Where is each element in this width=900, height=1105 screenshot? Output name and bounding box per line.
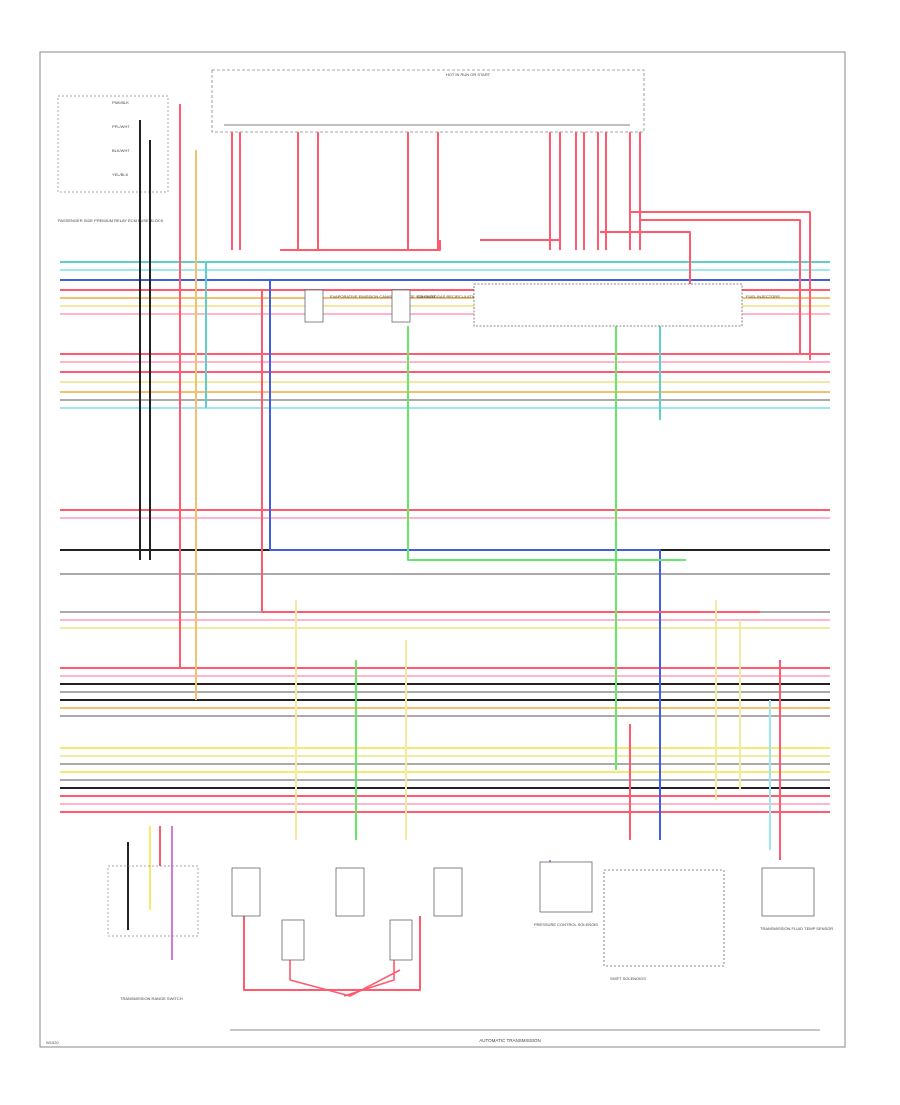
fuel-injectors-box (473, 283, 743, 327)
evap-purge-solenoid (304, 289, 324, 323)
vehicle-speed-sensor (389, 919, 413, 961)
left-block-caption: PASSENGER SIDE PREMIUM RELAY ECM FUSE BL… (58, 218, 164, 223)
egr-valve-label: EXHAUST GAS RECIRCULATION VALVE (417, 294, 493, 299)
throttle-position-sensor (281, 919, 305, 961)
wire-53 (480, 239, 561, 250)
wire-62 (269, 280, 661, 840)
wire-80 (289, 960, 401, 997)
evap-purge-label: EVAPORATIVE EMISSION CANISTER PURGE SOLE… (330, 294, 437, 299)
footer-id: W1020 (46, 1040, 59, 1045)
transmission-range-label: TRANSMISSION RANGE SWITCH (120, 996, 183, 1001)
coolant-temp-sensor (231, 867, 261, 917)
wire-64 (407, 326, 686, 561)
components-layer: EVAPORATIVE EMISSION CANISTER PURGE SOLE… (107, 283, 815, 967)
pressure-control-solenoid (539, 861, 593, 913)
wires-layer (60, 104, 830, 997)
header-box-label: HOT IN RUN OR START (446, 72, 491, 77)
wire-52 (280, 240, 441, 251)
diagram-frame (39, 51, 846, 1048)
egr-valve (391, 289, 411, 323)
fluid-temp-label: TRANSMISSION FLUID TEMP SENSOR (760, 926, 833, 931)
left-block-line-2: PPL/WHT (112, 124, 130, 129)
wire-55 (630, 211, 811, 360)
wire-79 (243, 916, 421, 991)
pressure-control-label: PRESSURE CONTROL SOLENOID (534, 922, 598, 927)
sensor-mid-left (335, 867, 365, 917)
fluid-temp-sensor (761, 867, 815, 917)
shift-solenoids-label: SHIFT SOLENOIDS (610, 976, 646, 981)
fuel-injectors-label: FUEL INJECTORS (746, 294, 780, 299)
left-block-line-3: BLK/WHT (112, 148, 130, 153)
transmission-range-switch (107, 865, 199, 937)
header-relay-box (211, 69, 645, 133)
shift-solenoids-box (603, 869, 725, 967)
wire-54 (600, 231, 691, 284)
bottom-label: AUTOMATIC TRANSMISSION (479, 1038, 541, 1043)
wire-63 (261, 290, 760, 613)
wire-81 (343, 960, 395, 997)
left-fuse-block (57, 95, 169, 193)
wire-56 (640, 219, 801, 354)
sensor-mid-right (433, 867, 463, 917)
left-block-line-4: YEL/BLK (112, 172, 129, 177)
left-block-line-1: PNK/BLK (112, 100, 129, 105)
